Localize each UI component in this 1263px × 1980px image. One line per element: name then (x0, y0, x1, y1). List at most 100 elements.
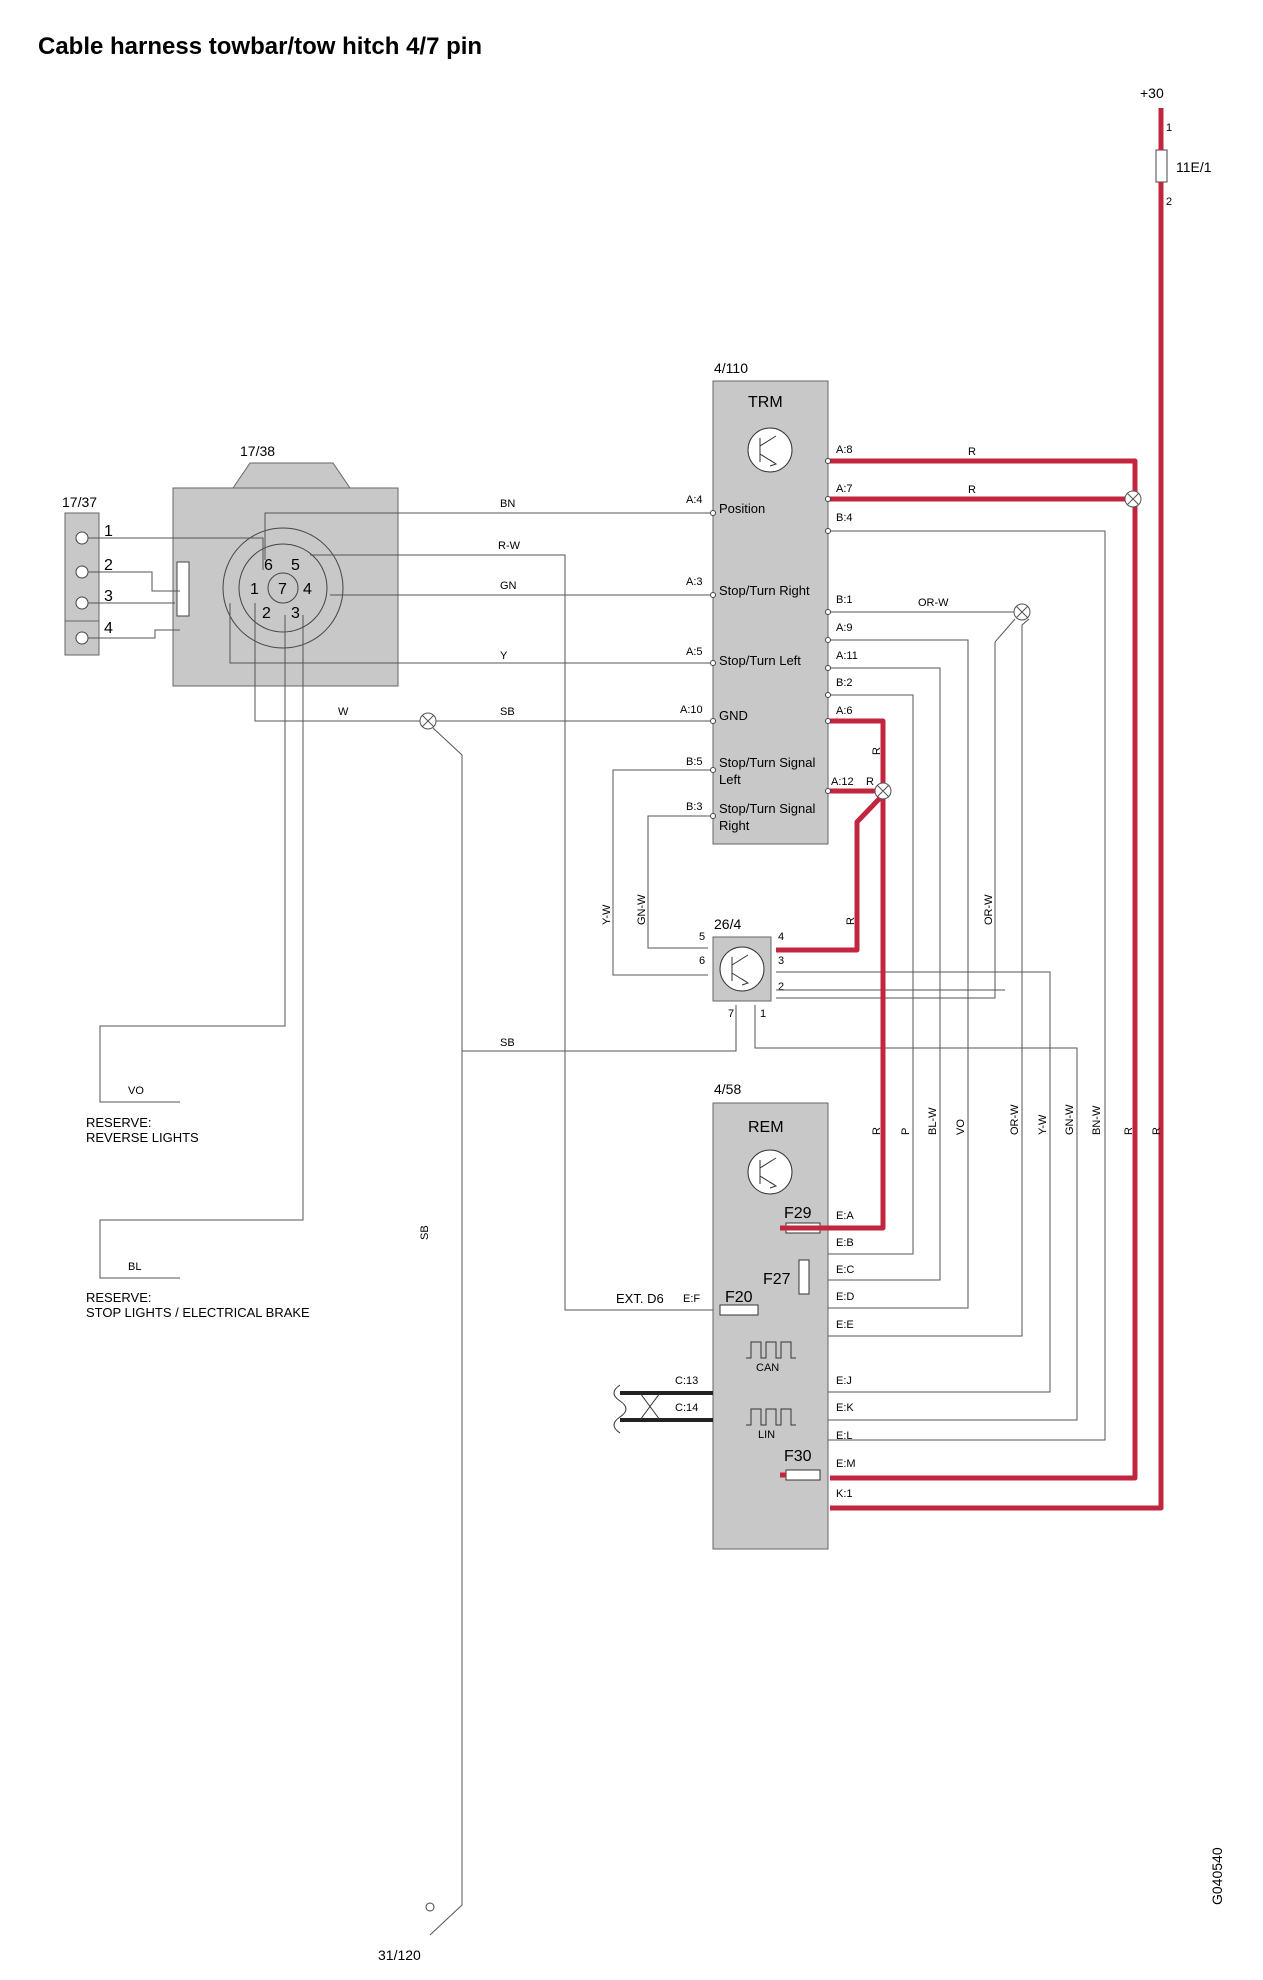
wire-sb-ground (429, 727, 463, 1936)
rem-transistor-symbol (759, 1157, 778, 1189)
wire-w-label: W (338, 706, 349, 718)
pin-label-2: 2 (262, 605, 271, 622)
connector-7pin-cap (232, 462, 351, 489)
trm-pin-b4: B:4 (836, 512, 853, 524)
bus-twist-cross (639, 1392, 661, 1421)
reserve-reverse-line2: REVERSE LIGHTS (86, 1130, 199, 1145)
relay-pin-5: 5 (699, 931, 705, 943)
wire-gn-w-rem-label: GN-W (1064, 1104, 1076, 1135)
trm-transistor-symbol (759, 435, 778, 467)
wire-or-w-rem (828, 618, 1030, 1337)
wire-r-relay-label: R (845, 917, 857, 925)
signal-wires: BN R-W GN Y W SB SB 31/120 SB VO RESERVE… (86, 498, 1106, 1963)
connector-4pin-label-1: 1 (104, 523, 113, 540)
trm-func-gnd: GND (719, 708, 748, 723)
trm-pin-b1: B:1 (836, 594, 853, 606)
pin-label-7: 7 (278, 581, 287, 598)
trm-transistor-icon (747, 427, 793, 473)
fuse-11e1 (1155, 149, 1168, 183)
wire-y-w-rem-label: Y-W (1037, 1114, 1049, 1135)
rem-fuse-f29: F29 (784, 1205, 812, 1222)
rem-bus-lin: LIN (758, 1429, 775, 1441)
lin-bus-icon (746, 1408, 796, 1426)
marker-a11 (825, 665, 831, 671)
rem-ext-label: EXT. D6 (616, 1291, 664, 1306)
relay-pin-7: 7 (728, 1008, 734, 1020)
wire-bl-w-label: P (900, 1128, 912, 1135)
wire-r-w (310, 554, 713, 1311)
wire-or-w-rem-label: OR-W (1009, 1104, 1021, 1135)
wire-y-label: Y (500, 650, 508, 662)
trm-pin-b3: B:3 (686, 801, 703, 813)
marker-b3 (710, 813, 716, 819)
wire-r-a6-label: R (871, 747, 883, 755)
wire-bn-w-label: BN-W (1091, 1105, 1103, 1135)
diagram-title: Cable harness towbar/tow hitch 4/7 pin (38, 33, 482, 60)
wire-bn (264, 512, 713, 560)
relay-pin-3: 3 (778, 955, 784, 967)
relay-transistor-icon (719, 946, 765, 992)
rem-fuse-f27-symbol (798, 1259, 810, 1295)
wire-r-a8 (828, 458, 1138, 1481)
wire-r-a12-label: R (866, 776, 874, 788)
marker-a8 (825, 458, 831, 464)
marker-a6 (825, 718, 831, 724)
connector-7pin-face (222, 527, 344, 649)
pin-label-6: 6 (264, 557, 273, 574)
rem-pin-ec: E:C (836, 1264, 854, 1276)
rem-bus-can: CAN (756, 1362, 779, 1374)
wire-y-w-rem (776, 971, 1051, 1393)
marker-b5 (710, 767, 716, 773)
supply-label: +30 (1140, 85, 1164, 101)
connector-4pin-label-2: 2 (104, 557, 113, 574)
marker-a12 (825, 788, 831, 794)
rem-pin-ej: E:J (836, 1375, 852, 1387)
pin-label-1: 1 (250, 581, 259, 598)
marker-a5 (710, 660, 716, 666)
connector-4pin-id: 17/37 (62, 494, 97, 510)
marker-a4 (710, 510, 716, 516)
pin-label-4: 4 (303, 581, 312, 598)
ground-id: 31/120 (378, 1947, 421, 1963)
connector-7pin-ring (238, 543, 328, 633)
rem-pin-c13: C:13 (675, 1375, 698, 1387)
trm-func-signal-left-1: Stop/Turn Signal (719, 755, 815, 770)
marker-b4 (825, 528, 831, 534)
fuse-stubs (780, 1225, 786, 1478)
wire-r-k1-label: R (1151, 1127, 1163, 1135)
trm-pin-a7: A:7 (836, 483, 853, 495)
wire-or-w-top-label: OR-W (918, 597, 949, 609)
wire-r-ea-label: R (871, 1127, 883, 1135)
connector-4pin-wiring (88, 537, 264, 639)
marker-a7 (825, 496, 831, 502)
relay-pin-4: 4 (778, 931, 784, 943)
wire-y (229, 603, 713, 664)
trm-pin-a3: A:3 (686, 576, 703, 588)
trm-pin-b5: B:5 (686, 756, 703, 768)
trm-module: 4/110 TRM Position Stop/Turn Right Stop/… (680, 360, 858, 845)
relay-pin-1: 1 (760, 1008, 766, 1020)
wire-p (828, 667, 941, 1281)
rem-pin-k1: K:1 (836, 1488, 853, 1500)
wire-bl-label: BL (128, 1261, 141, 1273)
power-wires: R R R R R R R R (776, 446, 1163, 1481)
rem-fuse-f27: F27 (763, 1271, 791, 1288)
trm-func-signal-right-2: Right (719, 818, 750, 833)
marker-a9 (825, 637, 831, 643)
trm-pin-a6: A:6 (836, 705, 853, 717)
wire-vo-reserve (99, 615, 286, 1103)
drawing-id: G040540 (1209, 1847, 1225, 1905)
wire-w (254, 603, 428, 722)
trm-pin-a11: A:11 (836, 650, 858, 662)
connector-4pin-pin2 (75, 565, 89, 579)
rem-fuse-f20: F20 (725, 1289, 753, 1306)
splice-or-w-cross (1015, 605, 1029, 619)
wire-or-w-relay-label: OR-W (983, 894, 995, 925)
connector-4pin-label-3: 3 (104, 588, 113, 605)
rem-pin-c14: C:14 (675, 1402, 698, 1414)
connector-7pin-center (267, 572, 299, 604)
rem-fuse-f20-symbol (719, 1304, 759, 1316)
trm-name: TRM (748, 394, 783, 411)
splice-ground-cross (421, 714, 435, 728)
supply-feed: +30 1 2 11E/1 (830, 85, 1212, 1511)
